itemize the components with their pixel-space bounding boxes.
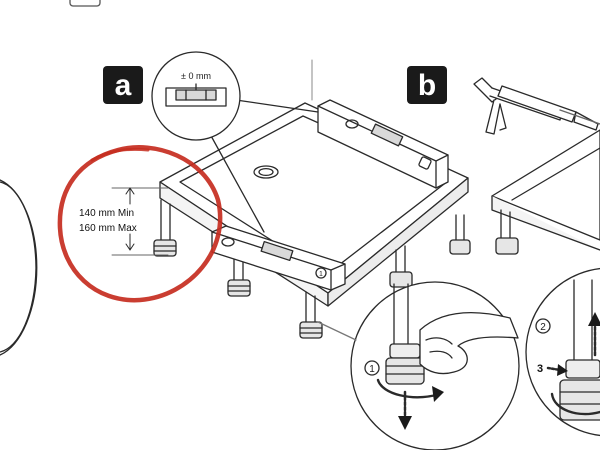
panel-label-b: b [407, 66, 447, 104]
level-callout: ± 0 mm [151, 51, 241, 141]
tray-leg-front [299, 291, 323, 339]
level-reading: ± 0 mm [181, 71, 211, 81]
step3-number: 3 [537, 363, 543, 375]
step2-zoom: 2 3 [525, 267, 600, 437]
highlight-circle [57, 145, 223, 303]
cropped-frame [69, 0, 101, 7]
shower-tray-b [491, 129, 600, 255]
left-detail-circle [0, 179, 38, 356]
min-height-label: 140 mm Min [79, 208, 134, 219]
caulking-gun [473, 77, 600, 135]
highlight-circle-stroke [90, 147, 150, 162]
tray-leg-right [389, 245, 413, 288]
height-dimension: 140 mm Min 160 mm Max [79, 187, 169, 256]
spirit-level-front: 1 [211, 225, 346, 291]
tray-leg-back [449, 214, 471, 255]
tray-b-leg [495, 209, 519, 255]
step1-zoom: 1 [317, 281, 520, 451]
callout-pointer-bottom [209, 133, 265, 233]
step2-number: 2 [540, 322, 546, 333]
step1-number: 1 [369, 364, 375, 375]
drain-hole [253, 165, 279, 179]
panel-label-a: a [103, 66, 143, 104]
tray-leg-left [153, 199, 177, 257]
panel-letter-a: a [115, 69, 132, 102]
left-detail-circle-arc [0, 181, 37, 353]
panel-letter-b: b [418, 69, 436, 102]
spirit-level-back [317, 99, 449, 189]
callout-pointer-top [235, 99, 319, 113]
bubble-window [175, 89, 217, 101]
level-end-mark: 1 [319, 271, 323, 278]
max-height-label: 160 mm Max [79, 223, 137, 234]
